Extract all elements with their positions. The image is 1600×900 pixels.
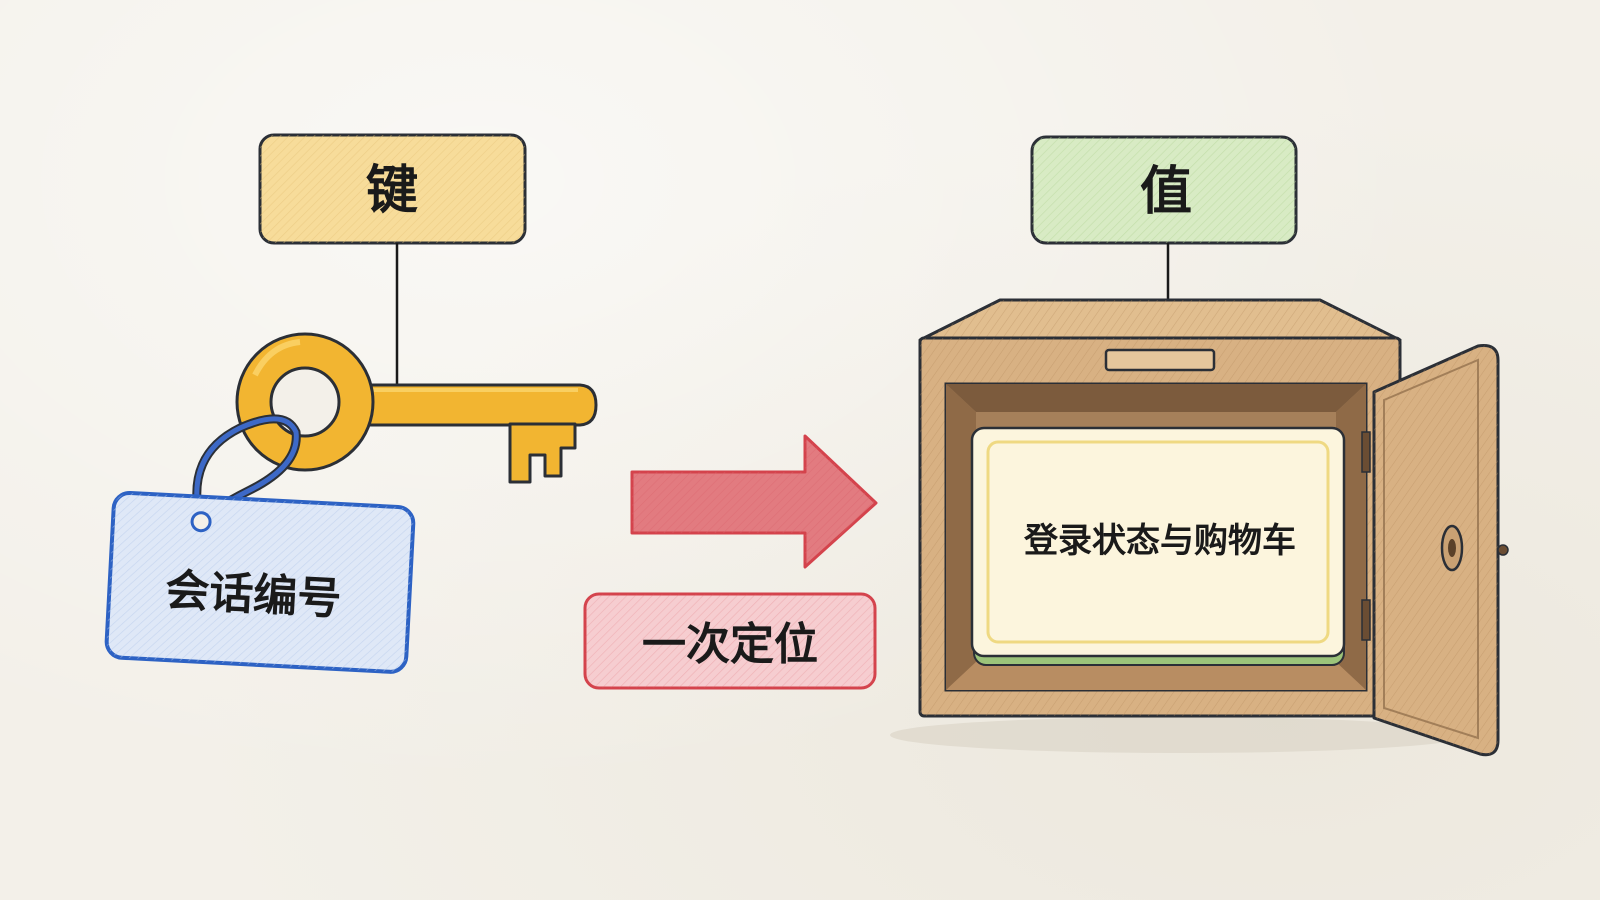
- arrow-label: 一次定位: [642, 619, 818, 670]
- key-label: 键: [366, 161, 418, 221]
- value-label-box: 值: [1030, 135, 1298, 245]
- arrow-right-icon: [630, 434, 878, 569]
- value-label: 值: [1140, 162, 1192, 222]
- value-card: 登录状态与购物车: [970, 426, 1346, 666]
- tag-label: 会话编号: [164, 565, 342, 625]
- key-label-box: 键: [258, 133, 527, 245]
- card-label: 登录状态与购物车: [1023, 521, 1296, 561]
- arrow-label-box: 一次定位: [583, 592, 877, 690]
- tag-icon: 会话编号: [104, 490, 416, 674]
- key-icon: [235, 332, 598, 484]
- tag-ring: [192, 414, 301, 524]
